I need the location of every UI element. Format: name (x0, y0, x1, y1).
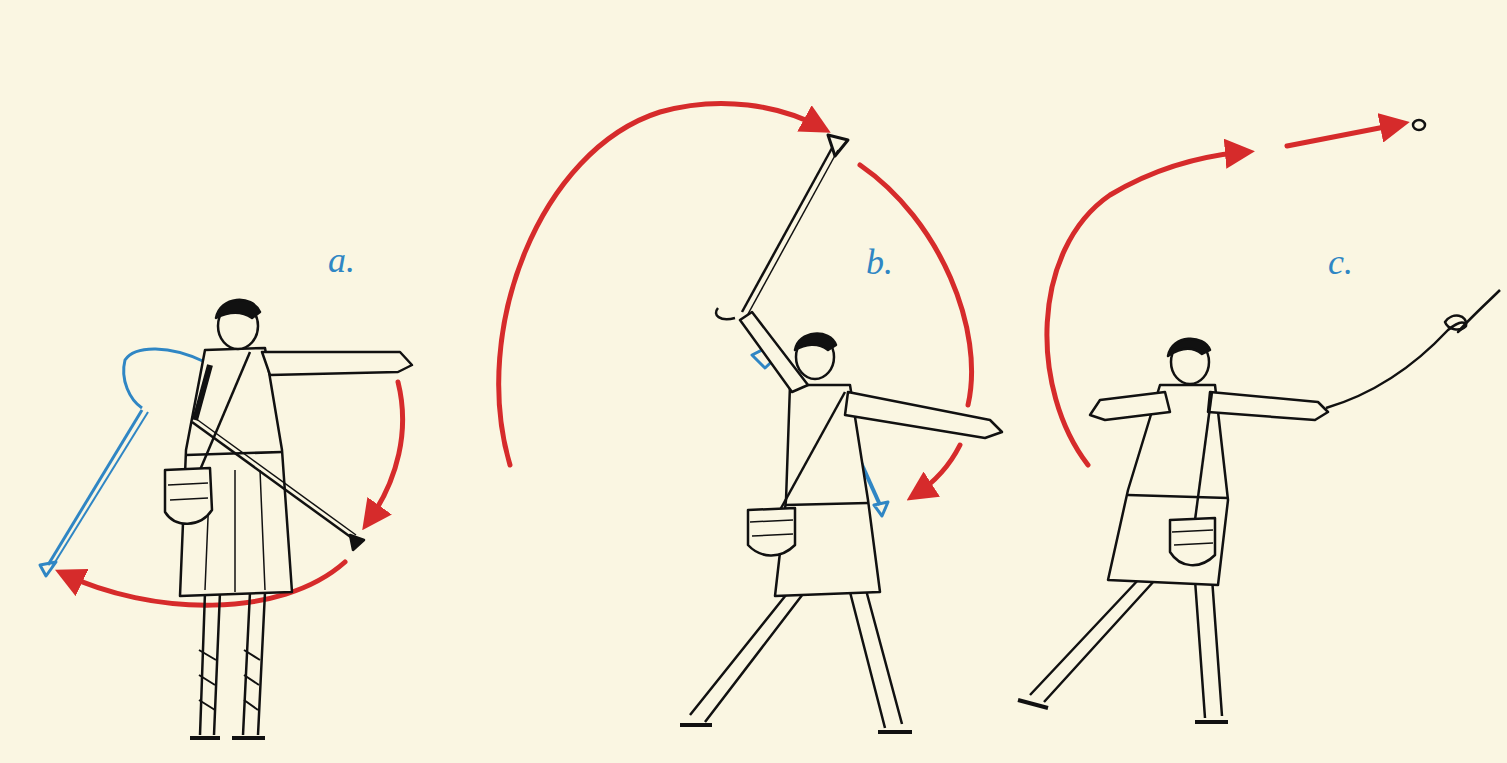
figure-letter: b. (866, 244, 893, 280)
figure-letter: a. (328, 242, 355, 278)
slinger-figure-c (1018, 290, 1500, 722)
slinger-figure-a (40, 300, 412, 738)
slinger-figure-b (680, 135, 1002, 732)
sling-stone (1413, 120, 1425, 130)
motion-arcs (64, 103, 1400, 605)
figure-letter: c. (1328, 244, 1353, 280)
